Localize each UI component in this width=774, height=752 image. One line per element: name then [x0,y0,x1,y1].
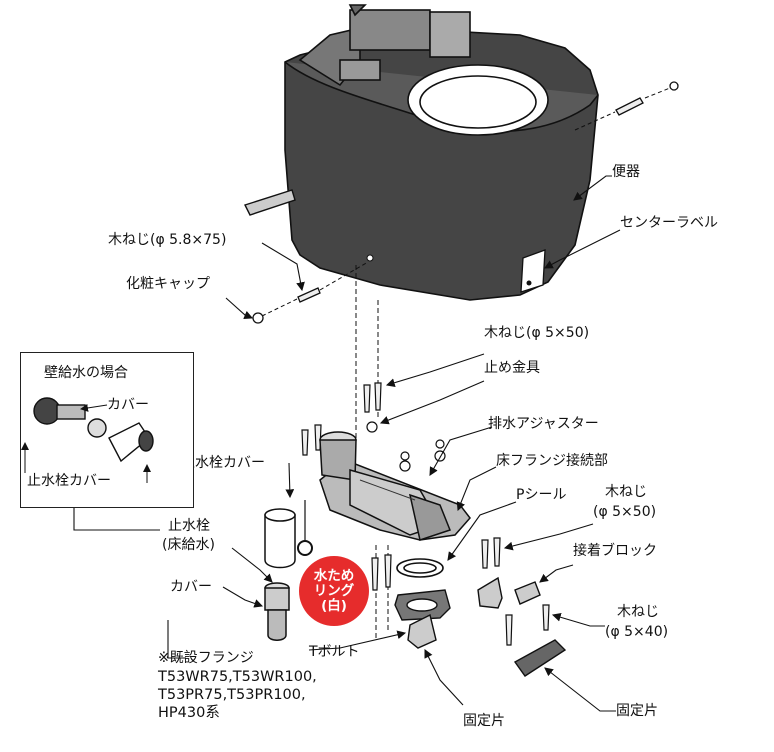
top-right-screw [615,81,679,116]
label-wood-screw-5x50-right-2: (φ 5×50) [593,504,657,520]
inset-drawing [21,397,154,483]
label-p-seal: Pシール [516,487,567,503]
badge-line-3: (白) [321,597,347,614]
label-stop-bracket: 止め金具 [484,360,540,376]
label-wood-screw-5x50-top: 木ねじ(φ 5×50) [484,325,590,341]
adhesive-block-part [514,581,541,605]
label-stop-valve-cover: 止水栓カバー [181,455,265,471]
drain-adjuster [319,431,471,541]
label-wood-screw-5x40-2: (φ 5×40) [605,624,669,640]
label-existing-flange-title: ※既設フランジ [158,650,254,666]
label-fixing-piece-bottom: 固定片 [463,713,505,729]
label-floor-flange-joint: 床フランジ接続部 [496,453,608,469]
label-wood-screw-5x40-1: 木ねじ [617,604,659,620]
toilet-body [284,4,599,301]
label-t-bolt: Tボルト [309,644,360,660]
label-wood-screw-5x50-right-1: 木ねじ [605,484,647,500]
label-cosmetic-cap: 化粧キャップ [126,276,210,292]
water-ring-badge: 水ため リング (白) [299,556,369,626]
p-seal [396,558,444,578]
label-cover: カバー [170,579,212,595]
label-stop-valve-2: (床給水) [162,537,215,553]
inset-title: 壁給水の場合 [44,365,128,381]
fixing-piece-c [513,639,567,677]
badge-line-1: 水ため [313,567,355,584]
stop-valve-cover-part [264,508,296,569]
flange-model-3: HP430系 [158,705,220,721]
side-pipe [244,189,296,216]
badge-line-2: リング [313,582,355,599]
stop-valve-part [264,582,290,641]
screws-middle [371,537,550,646]
label-toilet: 便器 [612,164,640,180]
adjuster-screws [301,382,446,472]
fixing-piece-a [477,576,503,609]
flange-model-1: T53WR75,T53WR100, [158,669,317,685]
flange-model-2: T53PR75,T53PR100, [158,687,306,703]
label-fixing-piece-right: 固定片 [616,703,658,719]
wall-supply-inset: 壁給水の場合 カバー 止水栓カバー [20,352,194,508]
label-center-label: センターラベル [620,215,718,231]
left-wood-screw [252,287,321,324]
inset-stop-valve-cover-label: 止水栓カバー [27,473,111,489]
fixing-piece-b [407,613,437,649]
inset-cover-label: カバー [107,397,149,413]
existing-flange [394,589,451,621]
existing-flange-models: T53WR75,T53WR100, T53PR75,T53PR100, HP43… [158,668,317,722]
label-adhesive-block: 接着ブロック [573,543,657,559]
label-drain-adjuster: 排水アジャスター [488,416,599,432]
label-wood-screw-58x75: 木ねじ(φ 5.8×75) [108,232,227,248]
label-stop-valve-1: 止水栓 [168,518,210,534]
